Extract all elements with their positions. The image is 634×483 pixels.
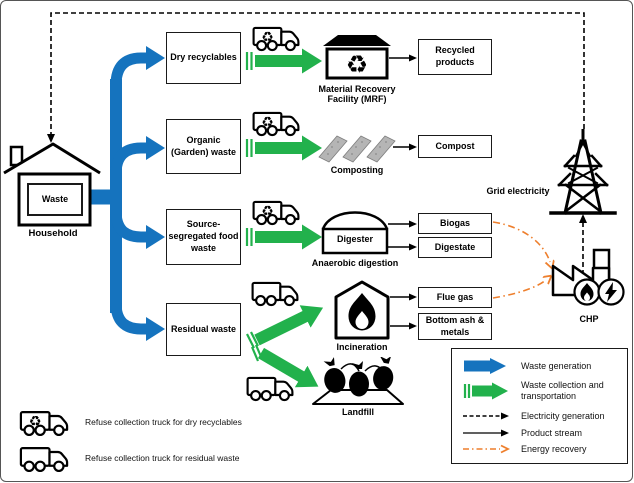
energy-recovery-arrows <box>492 221 550 299</box>
legend-item-waste-collection: Waste collection and transportation <box>462 380 625 402</box>
legend-item-electricity-generation: Electricity generation <box>462 411 625 422</box>
grid-electricity-label: Grid electricity <box>486 186 550 196</box>
legend-item-product-stream: Product stream <box>462 428 625 439</box>
dashed-arrow-icon <box>462 411 512 421</box>
dashdot-arrow-icon <box>462 444 512 454</box>
grid-pylon-icon <box>549 129 617 215</box>
product-biogas: Biogas <box>418 213 492 234</box>
product-recycled-products: Recycled products <box>418 39 492 75</box>
waste-box: Waste <box>27 183 83 216</box>
waste-collection-arrows <box>245 48 324 388</box>
category-source-segregated-food-waste: Source-segregated food waste <box>166 209 241 265</box>
mrf-label: Material Recovery Facility (MRF) <box>318 84 396 105</box>
recycle-truck-icon <box>252 111 300 137</box>
truck-legend-residual-waste: Refuse collection truck for residual was… <box>17 441 240 474</box>
landfill-label: Landfill <box>342 407 374 417</box>
green-arrow-icon <box>462 380 512 402</box>
chp-plant-icon <box>551 248 625 306</box>
electricity-to-household-line <box>47 12 585 143</box>
incineration-label: Incineration <box>336 342 388 352</box>
digester-icon <box>321 211 389 255</box>
product-compost: Compost <box>418 135 492 158</box>
product-digestate: Digestate <box>418 237 492 258</box>
incinerator-icon <box>334 280 390 340</box>
product-flue-gas: Flue gas <box>418 287 492 308</box>
legend-item-energy-recovery: Energy recovery <box>462 444 625 455</box>
category-organic-garden-waste: Organic (Garden) waste <box>166 119 241 174</box>
composting-label: Composting <box>330 165 384 175</box>
landfill-icon <box>312 357 404 405</box>
category-residual-waste: Residual waste <box>166 303 241 356</box>
legend-item-waste-generation: Waste generation <box>462 356 625 376</box>
residual-truck-icon <box>246 376 294 402</box>
recycle-truck-icon <box>252 200 300 226</box>
residual-truck-icon <box>17 441 71 474</box>
blue-arrow-icon <box>462 356 512 376</box>
anaerobic-digestion-label: Anaerobic digestion <box>311 258 399 268</box>
recycle-truck-icon <box>252 26 300 52</box>
solid-arrow-icon <box>462 428 512 438</box>
category-dry-recyclables: Dry recyclables <box>166 32 241 84</box>
truck-legend-dry-recyclables: Refuse collection truck for dry recyclab… <box>17 405 242 438</box>
compost-piles-icon <box>318 135 396 163</box>
waste-generation-arrows <box>83 46 165 341</box>
digester-label: Digester <box>336 234 373 244</box>
chp-label: CHP <box>579 314 599 324</box>
product-bottom-ash-metals: Bottom ash & metals <box>418 313 492 340</box>
residual-truck-icon <box>251 281 299 307</box>
recycle-truck-icon <box>17 405 71 438</box>
arrow-legend: Waste generation Waste collection and tr… <box>451 348 628 464</box>
mrf-building-icon <box>322 33 392 81</box>
household-label: Household <box>28 228 78 239</box>
product-stream-arrows <box>388 54 417 330</box>
